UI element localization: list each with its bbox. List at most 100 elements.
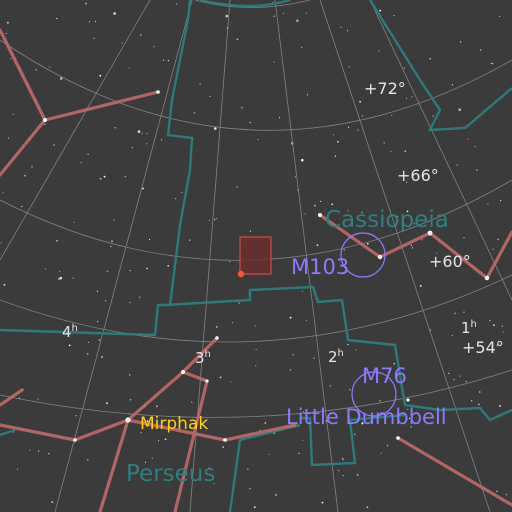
background-star (436, 252, 438, 254)
background-star (146, 143, 148, 145)
background-star (12, 113, 14, 115)
background-star (156, 405, 158, 408)
line-2 (43, 90, 160, 122)
background-star (249, 122, 251, 124)
background-star (451, 84, 453, 86)
object-label-m76[interactable]: M76 (362, 364, 407, 388)
dec-circle-54 (0, 369, 512, 418)
background-star (347, 344, 349, 346)
background-star (337, 140, 339, 143)
background-star (213, 218, 216, 221)
background-star (105, 300, 107, 302)
background-star (316, 244, 319, 247)
background-star (128, 67, 130, 69)
object-m103-marker[interactable] (340, 232, 386, 278)
background-star (158, 440, 160, 442)
background-star (236, 38, 239, 41)
background-star (44, 268, 47, 270)
background-star (146, 133, 148, 135)
background-star (347, 30, 349, 32)
background-star (380, 452, 382, 454)
star-label-mirphak[interactable]: Mirphak (140, 414, 208, 434)
background-star (467, 138, 469, 140)
background-star (505, 493, 508, 496)
background-star (362, 115, 364, 117)
background-star (44, 123, 46, 126)
background-star (164, 438, 167, 441)
background-star (356, 474, 359, 476)
background-star (129, 270, 131, 272)
fov-marker[interactable] (237, 236, 272, 278)
fov-anchor-dot (237, 270, 245, 278)
background-star (502, 331, 504, 333)
background-star (255, 348, 257, 351)
background-star (8, 137, 10, 139)
ra-line-4h (54, 0, 193, 512)
background-star (191, 401, 193, 403)
background-star (151, 457, 153, 459)
background-star (5, 32, 7, 35)
background-star (35, 69, 37, 71)
background-star (129, 374, 131, 376)
background-star (342, 272, 344, 274)
background-star (298, 452, 300, 454)
boundary-lower (0, 428, 16, 437)
line-cas-1 (318, 213, 382, 259)
background-star (348, 126, 350, 128)
boundary-m76-box (300, 413, 406, 467)
background-star (406, 210, 409, 213)
background-star (209, 95, 211, 97)
object-m76-marker[interactable] (351, 371, 397, 417)
background-star (241, 106, 243, 109)
ra-line-2h (274, 0, 339, 512)
ra-line-1h (319, 0, 491, 512)
star-7 (205, 379, 209, 383)
object-label-little-dumbbell[interactable]: Little Dumbbell (286, 405, 447, 429)
line-per-8 (0, 423, 77, 442)
object-label-m103[interactable]: M103 (291, 255, 349, 279)
background-star (403, 67, 405, 69)
background-star (496, 490, 498, 492)
background-star (144, 461, 147, 463)
background-star (139, 296, 141, 298)
background-star (114, 127, 116, 129)
background-star (405, 97, 408, 99)
background-star (492, 248, 494, 250)
line-per-7 (73, 418, 130, 442)
background-star (499, 405, 501, 407)
background-star (140, 34, 142, 36)
background-star (493, 324, 495, 327)
background-star (305, 319, 307, 322)
background-star (474, 145, 476, 148)
constellation-label-perseus: Perseus (126, 461, 215, 487)
background-star (214, 127, 217, 130)
background-star (379, 9, 382, 12)
background-star (59, 270, 61, 272)
background-star (402, 225, 404, 227)
background-star (396, 216, 398, 218)
background-star (131, 147, 133, 149)
background-star (59, 276, 63, 280)
background-star (480, 49, 482, 51)
background-star (96, 290, 98, 292)
constellation-lines (0, 28, 512, 512)
background-star (463, 237, 465, 239)
background-star (355, 349, 357, 351)
background-star (238, 302, 240, 304)
background-star (361, 211, 363, 213)
background-star (301, 46, 303, 48)
background-star (255, 365, 257, 367)
star-11 (406, 398, 410, 402)
background-star (301, 290, 303, 292)
background-star (386, 445, 389, 447)
background-star (110, 245, 112, 248)
background-star (302, 439, 304, 441)
background-star (229, 261, 231, 263)
background-star (222, 446, 225, 449)
background-star (99, 177, 102, 180)
background-star (199, 83, 201, 85)
background-star (208, 219, 210, 221)
background-star (93, 37, 95, 40)
